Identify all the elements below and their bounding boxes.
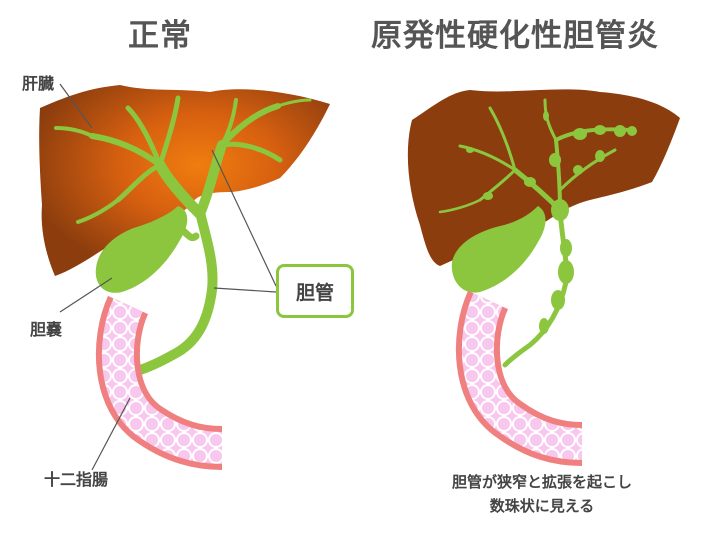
gallbladder-psc [451,206,546,293]
cystic-duct-normal [172,222,200,242]
caption-psc: 胆管が狭窄と拡張を起こし 数珠状に見える [416,470,668,518]
liver-normal [39,85,331,276]
label-bile-duct: 胆管 [276,264,354,318]
duodenum-lumen-psc [461,293,583,460]
gallbladder-normal [95,206,188,293]
title-normal: 正常 [128,18,192,54]
bile-duct-beads-psc [466,111,637,334]
psc-diagram [407,89,680,466]
duodenum-lumen-normal [101,298,223,464]
caption-line-1: 胆管が狭窄と拡張を起こし [451,473,632,491]
caption-line-2: 数珠状に見える [489,497,595,515]
liver-psc [407,89,680,266]
leader-lines [59,83,277,471]
label-duodenum: 十二指腸 [44,470,109,489]
label-liver: 肝臓 [22,74,55,93]
normal-diagram [39,83,331,471]
label-gallbladder: 胆嚢 [30,320,63,339]
bile-duct-tree-normal [54,95,312,375]
title-psc: 原発性硬化性胆管炎 [371,18,659,54]
